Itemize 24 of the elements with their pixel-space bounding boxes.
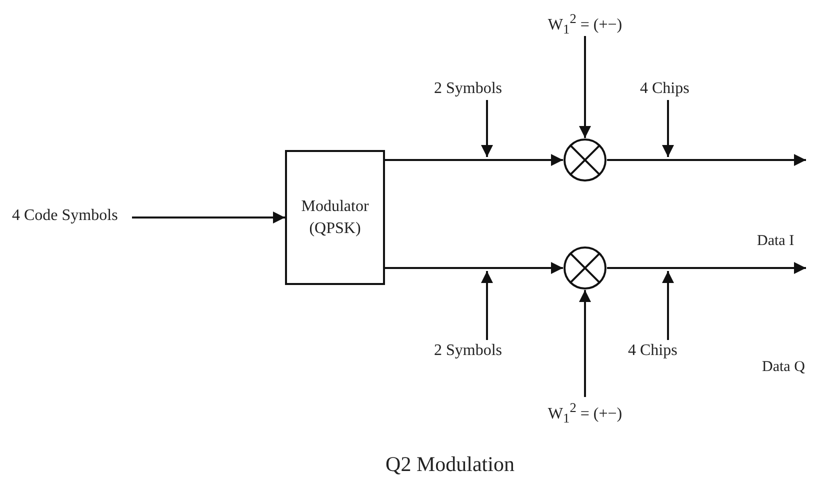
signal-arrow (579, 36, 591, 138)
rate-label: 2 Symbols (434, 340, 540, 362)
input-label: 4 Code Symbols (12, 205, 132, 227)
rate-label: 4 Chips (640, 78, 720, 100)
modulator-box: Modulator (QPSK) (285, 150, 385, 285)
output-label: Data Q (762, 358, 805, 377)
multiplier-symbol (563, 246, 607, 290)
arrow (662, 271, 674, 340)
signal-arrow (579, 290, 591, 397)
signal-arrow (385, 154, 563, 166)
spreading-code-label: W$_{1}$$^{2}$ = (+−) (535, 8, 635, 36)
arrow (607, 262, 806, 274)
arrow (607, 154, 806, 166)
multiplier-symbol (563, 138, 607, 182)
rate-label: 2 Symbols (434, 78, 540, 100)
arrow (481, 100, 493, 157)
signal-arrow (385, 262, 563, 274)
signal-arrow (132, 212, 285, 224)
caption: Q2 Modulation (384, 451, 516, 478)
output-label: Data I (757, 232, 794, 251)
arrow (662, 100, 674, 157)
rate-label: 4 Chips (628, 340, 708, 362)
spreading-code-label: W$_{1}$$^{2}$ = (+−) (535, 397, 635, 425)
arrow (481, 271, 493, 340)
